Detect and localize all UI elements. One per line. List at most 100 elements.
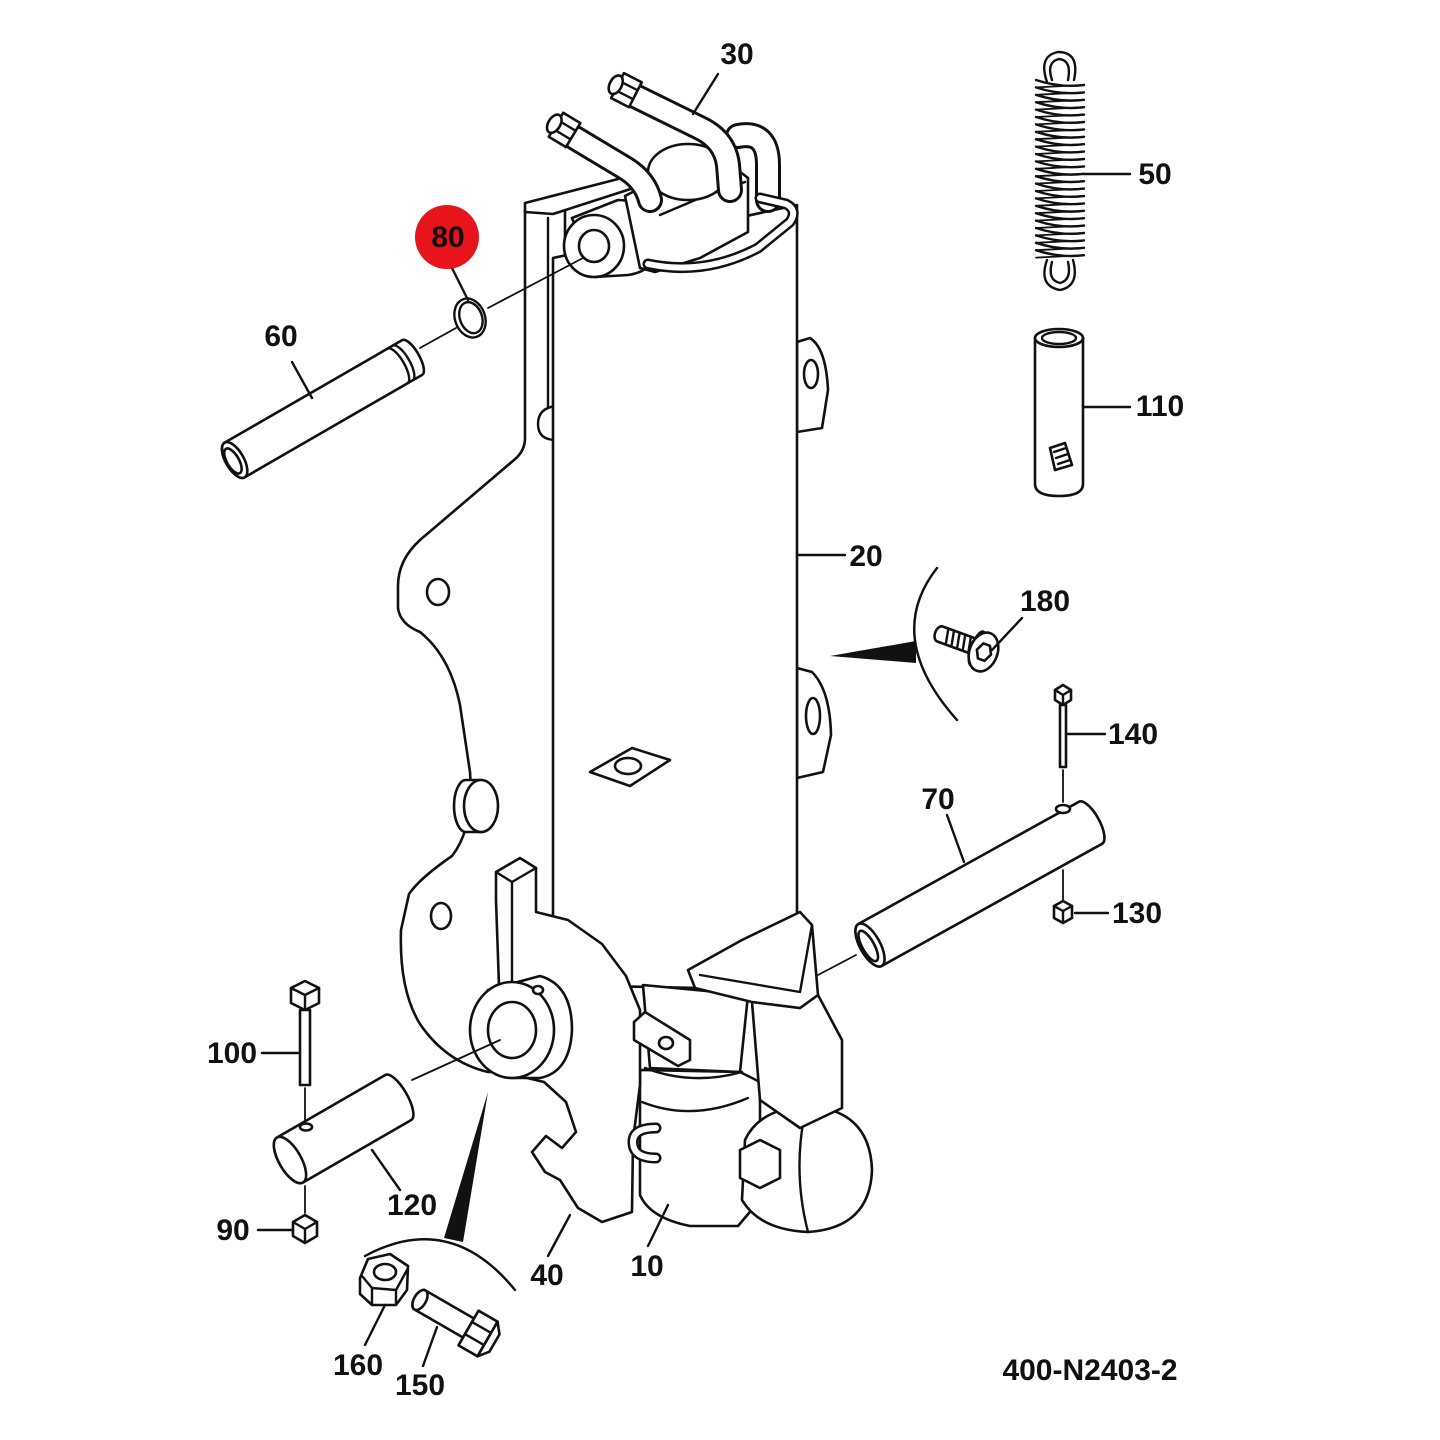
- leader-lines: [256, 72, 1132, 1368]
- callout-30[interactable]: 30: [720, 38, 753, 71]
- callout-110[interactable]: 110: [1136, 390, 1184, 423]
- part-40-latch: [468, 856, 692, 1224]
- callout-120[interactable]: 120: [387, 1189, 437, 1222]
- bolt-150-head-end: [476, 1320, 501, 1358]
- part-90-nut: [291, 1213, 319, 1245]
- wire-bracket-inner: [645, 195, 797, 271]
- wedge-bracket-crease: [698, 923, 814, 994]
- pin-60-groove: [386, 344, 416, 385]
- callout-80-highlight[interactable]: [415, 205, 479, 269]
- align-ring-to-pin: [419, 327, 457, 349]
- column-lower-lug-slot: [804, 696, 822, 736]
- align-pin70-to-bracket: [817, 954, 857, 976]
- part-70-pin: [854, 800, 1106, 968]
- leader-180: [990, 616, 1024, 652]
- column-tab-hole: [613, 756, 643, 776]
- callout-150[interactable]: 150: [395, 1369, 445, 1402]
- leader-70: [945, 813, 966, 864]
- bolt-140-head-faces: [1053, 688, 1073, 707]
- tube-upper-inner: [627, 87, 740, 200]
- body-collar-line-lower: [640, 1096, 750, 1113]
- screw-180-threads: [944, 627, 973, 655]
- part-160-nut: [358, 1252, 410, 1307]
- callout-70[interactable]: 70: [921, 783, 954, 816]
- body-collar-line: [643, 1066, 744, 1080]
- callout-60[interactable]: 60: [264, 320, 297, 353]
- tube-lower-fitting: [545, 111, 582, 149]
- callout-10[interactable]: 10: [630, 1250, 663, 1283]
- align-pin120-to-bushing: [411, 1039, 501, 1081]
- pin-110-chamfer: [1040, 330, 1078, 346]
- wedge-bracket: [686, 910, 844, 1130]
- side-plate-upper-hole: [425, 577, 451, 607]
- bolt-150-end-face: [411, 1288, 429, 1312]
- pin-120-end-face: [272, 1135, 308, 1185]
- leader-60: [290, 360, 314, 400]
- callout-140[interactable]: 140: [1108, 718, 1158, 751]
- column-upper-lug-slot: [802, 358, 820, 390]
- callout-20[interactable]: 20: [849, 540, 882, 573]
- latch-tab-hole: [657, 1035, 675, 1051]
- column-front-face: [551, 203, 799, 992]
- wedge-bracket-top: [686, 910, 820, 1010]
- leader-30: [691, 72, 720, 116]
- screw-180-hex-socket: [975, 642, 993, 663]
- side-plate-boss-face: [462, 778, 500, 834]
- callout-160[interactable]: 160: [333, 1349, 383, 1382]
- leader-150: [421, 1325, 439, 1368]
- part-50-spring: [1034, 50, 1086, 292]
- part-180-screw: [933, 625, 1000, 673]
- callout-130[interactable]: 130: [1112, 897, 1162, 930]
- part-10-lower-body: [638, 983, 874, 1234]
- bolt-150-head-faces: [463, 1320, 493, 1347]
- fitting-cap: [545, 113, 563, 135]
- nut-160-top-face: [360, 1268, 409, 1307]
- callout-180[interactable]: 180: [1020, 585, 1070, 618]
- pin-110-marking-lines: [1052, 446, 1072, 466]
- callout-90[interactable]: 90: [216, 1214, 249, 1247]
- spring-bottom-hook-inner: [1049, 260, 1071, 285]
- latch-u-clip-inner: [630, 1125, 659, 1161]
- spring-coils: [1034, 78, 1086, 258]
- bolt-100-head-faces: [289, 986, 321, 1012]
- nut-90-faces: [291, 1220, 319, 1245]
- callout-40[interactable]: 40: [530, 1259, 563, 1292]
- part-60-pin: [220, 338, 426, 480]
- detail-arc-right: [913, 566, 959, 722]
- pin-70-body: [854, 800, 1106, 968]
- part-20-frame: [396, 203, 833, 1074]
- latch-bushing-grease-hole: [531, 984, 545, 996]
- tube-right-loop-inner: [728, 125, 778, 210]
- plate-top-rim: [523, 176, 642, 216]
- pin-70-cross-hole: [1054, 803, 1072, 815]
- spring-top-hook-inner: [1048, 57, 1071, 82]
- pin-120-cross-hole: [298, 1122, 314, 1132]
- detail-arc-bottom: [363, 1238, 517, 1292]
- nut-160-hole: [372, 1262, 398, 1282]
- tube-lower-inner: [565, 128, 660, 210]
- pin-60-chamfer: [222, 447, 243, 475]
- detail-arrow-bottom: [444, 1092, 488, 1242]
- part-100-bolt: [289, 979, 321, 1087]
- callout-50[interactable]: 50: [1138, 158, 1171, 191]
- detail-indicator-right: [830, 566, 959, 722]
- leader-160: [363, 1303, 387, 1347]
- part-80-snap-ring: [453, 297, 487, 339]
- leader-10: [646, 1203, 670, 1248]
- callout-80[interactable]: 80: [431, 221, 464, 254]
- latch-bushing-bore: [486, 1000, 538, 1060]
- nut-130-faces: [1052, 904, 1074, 925]
- wedge-bracket-lower-plate: [750, 993, 844, 1130]
- fitting-cap: [607, 74, 625, 96]
- side-plate-lower-hole: [429, 901, 453, 931]
- callout-100[interactable]: 100: [207, 1037, 257, 1070]
- pin-60-body: [220, 338, 426, 480]
- alignment-lines: [304, 257, 1064, 1214]
- part-130-nut: [1052, 899, 1074, 925]
- side-plate-clip: [536, 404, 558, 442]
- pin-70-chamfer: [857, 929, 880, 963]
- snap-ring-outer: [453, 297, 487, 339]
- ball-socket-hex: [738, 1138, 782, 1190]
- part-110-pin: [1033, 327, 1085, 498]
